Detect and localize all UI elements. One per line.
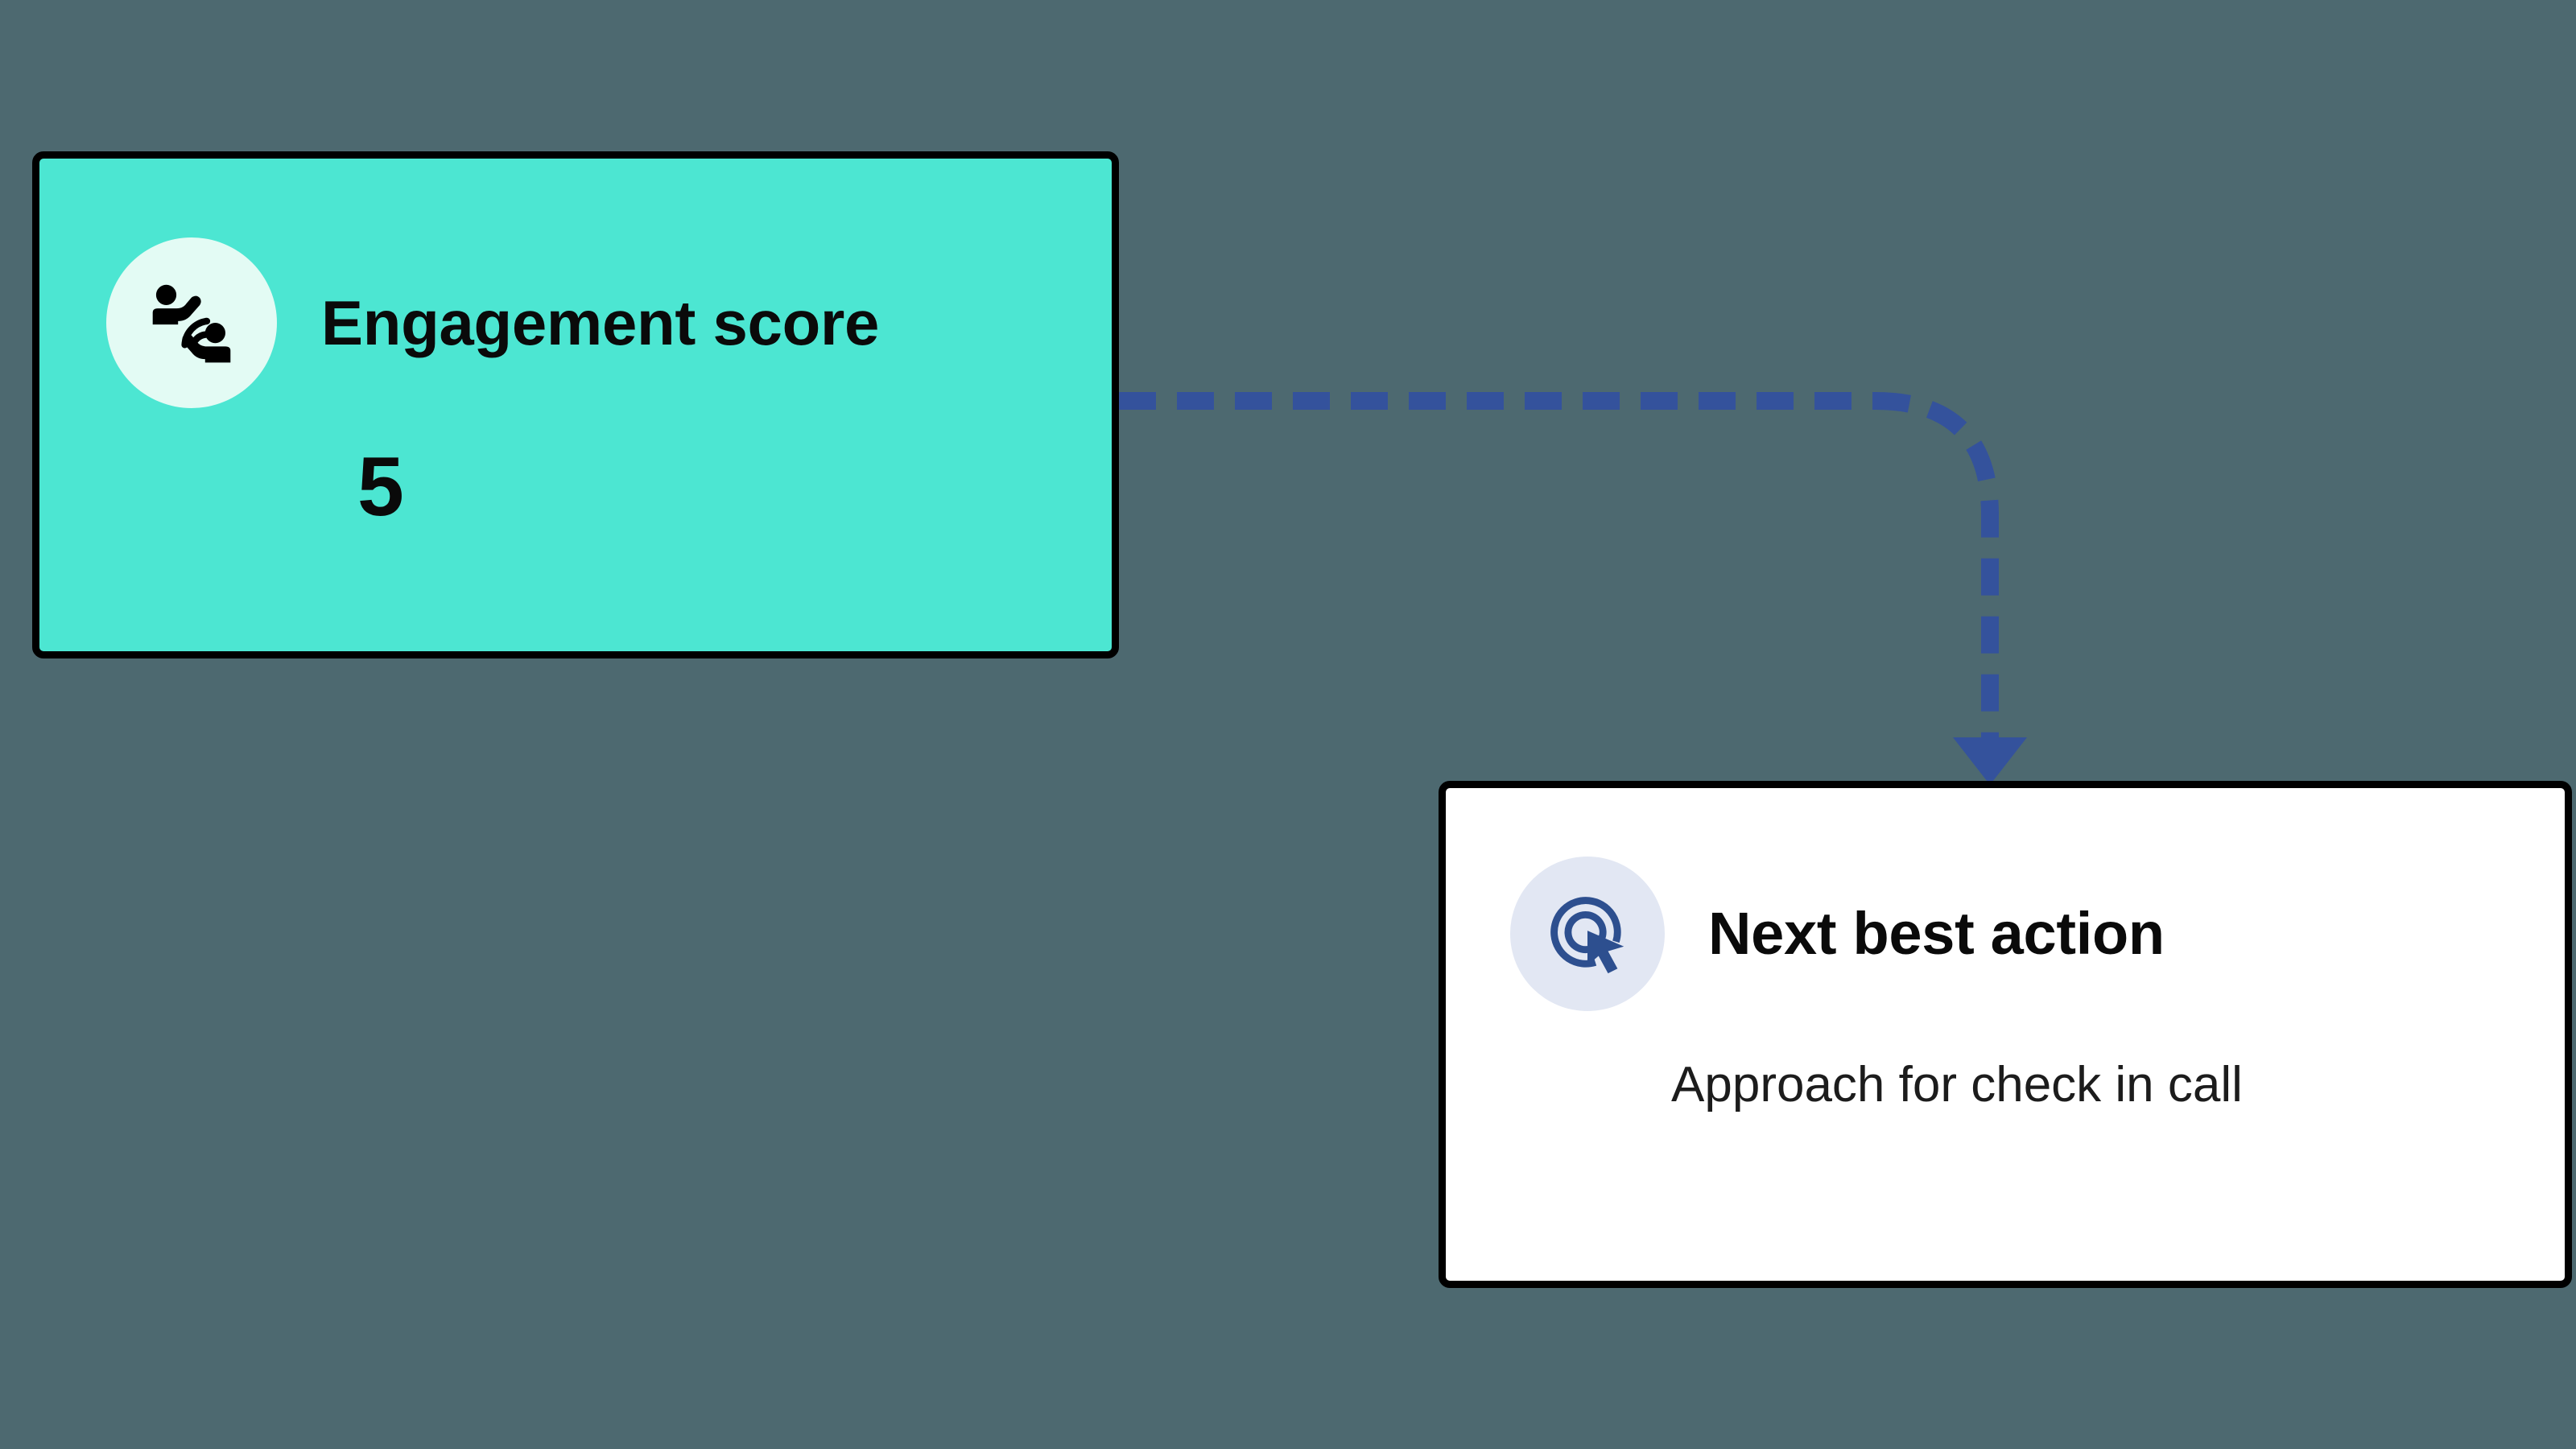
- next-action-card-header: Next best action: [1510, 857, 2565, 1011]
- next-best-action-title: Next best action: [1708, 900, 2165, 967]
- engagement-people-signal-icon: [106, 237, 277, 408]
- engagement-score-title: Engagement score: [321, 287, 880, 358]
- engagement-score-card[interactable]: Engagement score 5: [32, 151, 1119, 658]
- connector-arrowhead: [1953, 737, 2027, 785]
- engagement-score-value: 5: [357, 440, 404, 534]
- target-click-cursor-icon: [1510, 857, 1665, 1011]
- engagement-card-header: Engagement score: [106, 237, 1112, 408]
- next-best-action-subtitle: Approach for check in call: [1671, 1057, 2243, 1113]
- next-best-action-card[interactable]: Next best action Approach for check in c…: [1439, 781, 2572, 1288]
- connector-path: [1119, 392, 1999, 749]
